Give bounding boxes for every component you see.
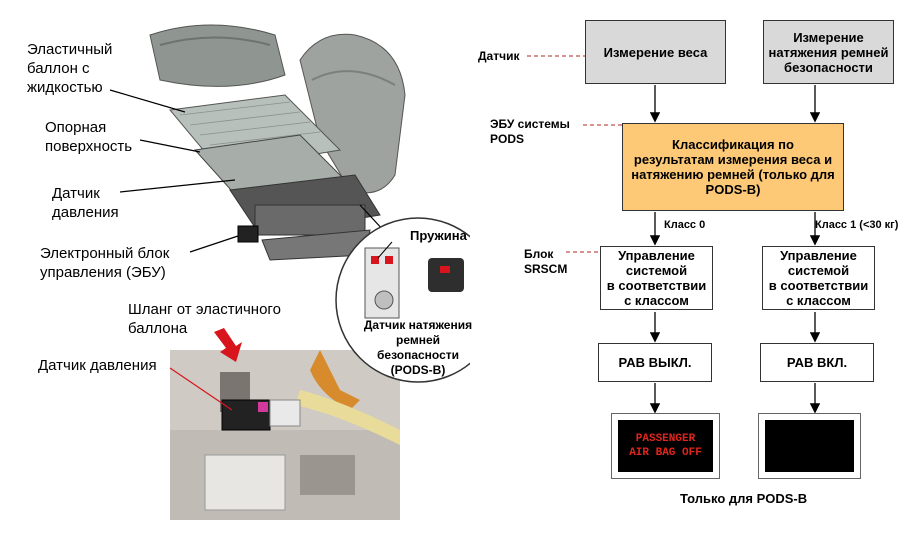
label-belt-sensor: Датчик натяжения ремней безопасности (PO… bbox=[363, 318, 473, 377]
box-control-left: Управление системой в соответствии с кла… bbox=[600, 246, 713, 310]
box-pab-on: PAB ВКЛ. bbox=[760, 343, 874, 382]
footer-note: Только для PODS-B bbox=[680, 491, 808, 506]
seat-illustration bbox=[109, 24, 470, 520]
box-belt-tension-measurement: Измерение натяжения ремней безопасности bbox=[763, 20, 894, 84]
box-classification: Классификация по результатам измерения в… bbox=[622, 123, 844, 211]
passenger-airbag-off-indicator: PASSENGER AIR BAG OFF bbox=[618, 420, 713, 472]
box-pab-off: PAB ВЫКЛ. bbox=[598, 343, 712, 382]
blank-indicator bbox=[765, 420, 854, 472]
indicator-panel-on bbox=[758, 413, 861, 479]
ecu-module bbox=[237, 225, 259, 243]
arrow-label-class0: Класс 0 bbox=[664, 219, 706, 231]
label-fluid-bladder: Эластичный баллон с жидкостью bbox=[27, 41, 113, 96]
label-hose: Шланг от эластичного баллона bbox=[128, 301, 281, 337]
side-label-srscm: Блок SRSCM bbox=[524, 247, 568, 276]
box-control-right: Управление системой в соответствии с кла… bbox=[762, 246, 875, 310]
label-ecu: Электронный блок управления (ЭБУ) bbox=[40, 245, 170, 281]
side-label-ecu-pods: ЭБУ системы PODS bbox=[490, 117, 570, 146]
label-spring: Пружина bbox=[410, 228, 467, 243]
side-label-sensor: Датчик bbox=[478, 49, 520, 63]
red-arrow bbox=[214, 328, 242, 362]
arrow-label-class1: Класс 1 (<30 кг) bbox=[815, 219, 899, 231]
label-pressure-sensor-bottom: Датчик давления bbox=[38, 357, 157, 374]
label-pressure-sensor-top: Датчик давления bbox=[52, 185, 119, 221]
box-weight-measurement: Измерение веса bbox=[585, 20, 726, 84]
label-support-surface: Опорная поверхность bbox=[45, 119, 133, 155]
indicator-panel-off: PASSENGER AIR BAG OFF bbox=[611, 413, 720, 479]
